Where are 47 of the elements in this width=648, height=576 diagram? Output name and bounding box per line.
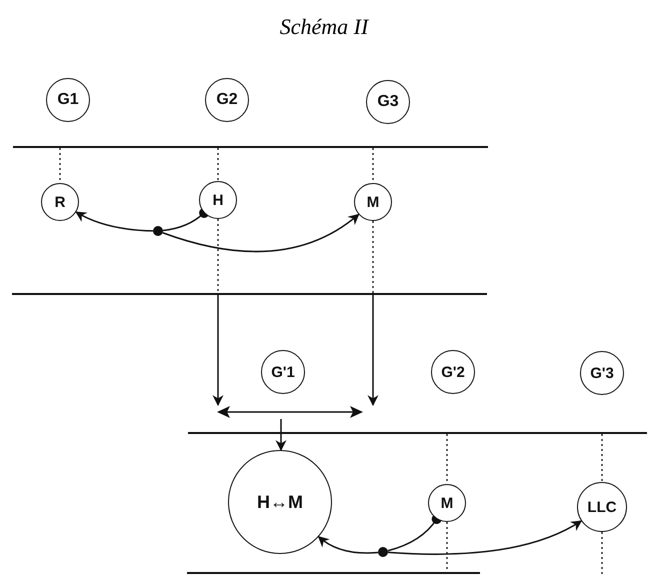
node-circle [354,183,392,221]
node-circle [205,78,249,122]
dotted-line [601,532,603,576]
node-circle [577,482,627,532]
node-circle [41,183,79,221]
node-circle [366,80,410,124]
node-circle [199,181,237,219]
node-label: M [440,494,454,512]
dotted-line [372,221,374,293]
node-label: G1 [57,91,79,109]
node-circle [261,350,305,394]
arrow [388,520,582,555]
dotted-line [372,148,374,183]
node-circle [431,350,475,394]
merge-bar [217,405,363,419]
node-circle [580,351,624,395]
boundary-line [12,293,487,295]
dotted-line [446,522,448,572]
node-label: G'1 [271,364,295,380]
diagram-title: Schéma II [280,14,368,40]
node-label: LLC [587,498,617,516]
junction-dot [378,547,388,557]
dotted-line [217,148,219,181]
node-label: M [366,194,380,210]
arrow [212,295,224,406]
node-label: G2 [216,91,238,109]
boundary-line [188,432,647,434]
node-label: G'2 [441,364,465,380]
arrow [75,211,154,232]
node-circle [46,78,90,122]
node-label: H [212,192,224,208]
boundary-line [187,572,480,574]
node-label: R [54,194,66,210]
junction-dot [153,226,163,236]
node-label: H↔M [257,492,303,512]
arrow [368,295,378,406]
arrow [276,419,286,452]
boundary-line [13,146,488,148]
dotted-line [59,148,61,183]
arrow [318,536,378,554]
dotted-line [446,434,448,484]
node-label: G3 [377,93,399,111]
dotted-line [217,219,219,293]
arrow [162,214,360,252]
dotted-line [601,434,603,482]
node-label: G'3 [590,364,614,382]
node-circle [428,484,466,522]
